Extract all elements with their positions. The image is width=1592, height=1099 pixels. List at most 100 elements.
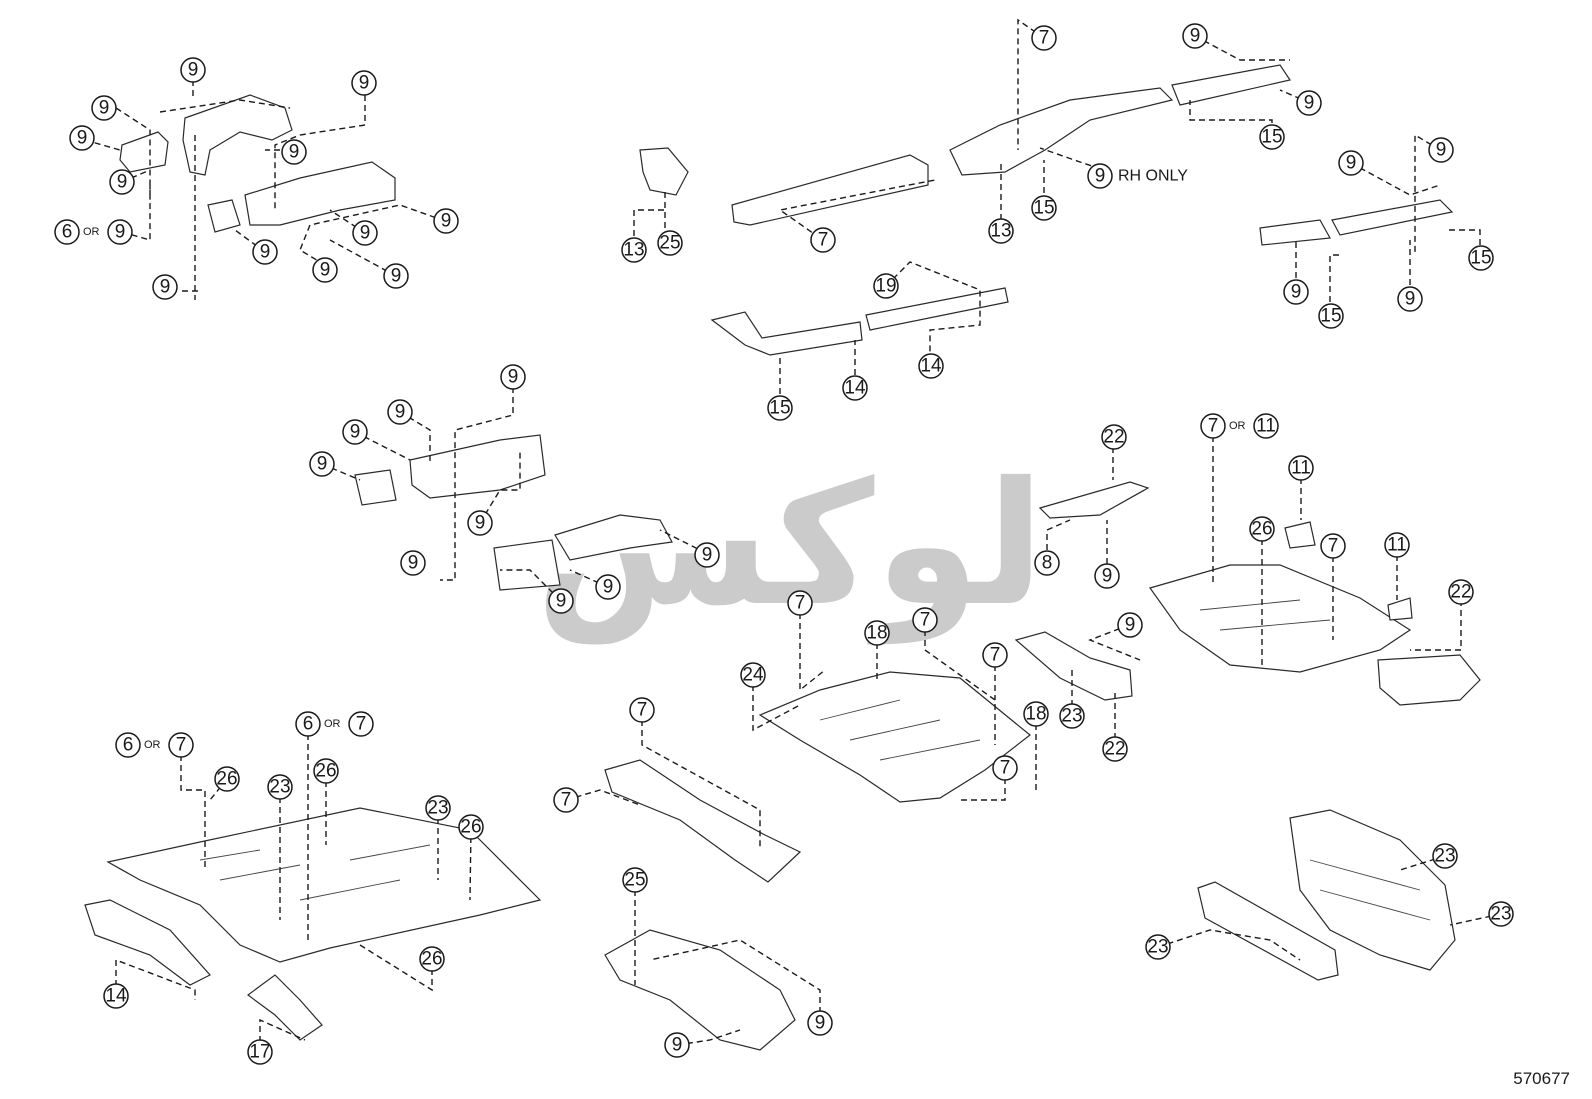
callout-8: 8 — [1034, 550, 1060, 576]
svg-text:15: 15 — [1320, 306, 1341, 327]
front-floor-pan — [106, 807, 542, 963]
callout-9: 9 — [309, 451, 335, 477]
svg-text:9: 9 — [408, 553, 419, 574]
rear-frame-upper — [949, 87, 1174, 176]
callout-9: 9 — [664, 1032, 690, 1058]
callout-9: 9 — [252, 239, 278, 265]
callout-9: 9 — [352, 220, 378, 246]
callout-22: 23 — [1145, 934, 1171, 960]
rocker-inner-upper — [731, 154, 929, 226]
svg-text:23: 23 — [427, 798, 448, 819]
callout-9: 9 — [312, 257, 338, 283]
svg-text:6: 6 — [123, 735, 134, 756]
callout-12: 13 — [988, 218, 1014, 244]
svg-text:15: 15 — [769, 398, 790, 419]
svg-text:7: 7 — [176, 735, 187, 756]
callout-7: 7 — [992, 755, 1018, 781]
callout-26: 26 — [1249, 516, 1275, 542]
callout-13: 14 — [842, 375, 868, 401]
callout-18: 19 — [873, 273, 899, 299]
small-block-left — [207, 199, 241, 233]
svg-text:9: 9 — [508, 367, 519, 388]
rh-only-note: RH ONLY — [1118, 168, 1188, 185]
callout-9: 9 — [1428, 137, 1454, 163]
svg-text:25: 25 — [659, 233, 680, 254]
callout-9: 9 — [387, 399, 413, 425]
small-bracket-mid — [354, 469, 397, 506]
callout-14: 15 — [767, 395, 793, 421]
svg-text:9: 9 — [395, 402, 406, 423]
callout-9: 9 — [109, 169, 135, 195]
svg-text:26: 26 — [421, 949, 442, 970]
svg-text:9: 9 — [117, 172, 128, 193]
rear-side-member-r — [1259, 219, 1331, 246]
svg-text:9: 9 — [77, 128, 88, 149]
callout-9: 9 — [1182, 23, 1208, 49]
svg-text:9: 9 — [1304, 93, 1315, 114]
small-bracket-11a — [1284, 521, 1316, 549]
svg-text:26: 26 — [1251, 519, 1272, 540]
callout-7: 7 — [982, 642, 1008, 668]
svg-text:15: 15 — [1261, 127, 1282, 148]
rear-floor-side-member — [1014, 631, 1133, 701]
callout-9: 9 — [548, 588, 574, 614]
svg-text:7: 7 — [637, 700, 648, 721]
rear-crossmember-upper — [1038, 481, 1150, 519]
callout-7: 7 — [1320, 533, 1346, 559]
small-gusset — [639, 147, 689, 196]
svg-text:9: 9 — [360, 223, 371, 244]
or-text: OR — [1229, 420, 1246, 432]
svg-text:9: 9 — [115, 222, 126, 243]
dash-panel — [1289, 809, 1456, 971]
figure-code: 570677 — [1513, 1069, 1570, 1088]
callout-23: 23 — [1488, 901, 1514, 927]
svg-text:15: 15 — [1033, 198, 1054, 219]
rear-floor-side-rh — [1377, 654, 1481, 706]
callout-19: 22 — [1448, 579, 1474, 605]
small-bracket-11b — [1387, 597, 1413, 621]
or-text: OR — [324, 718, 341, 730]
callout-13: 14 — [103, 983, 129, 1009]
callout-14: 15 — [1318, 303, 1344, 329]
svg-text:22: 22 — [1450, 582, 1471, 603]
callout-9: 9 — [1094, 563, 1120, 589]
svg-text:14: 14 — [105, 986, 127, 1007]
callout-22: 23 — [1059, 703, 1085, 729]
callout-11: 11 — [1288, 455, 1314, 481]
callout-9: 9 — [107, 219, 133, 245]
floor-crossmember-front — [554, 514, 673, 561]
callout-19: 22 — [1101, 424, 1127, 450]
part-shapes — [84, 64, 1481, 1051]
callout-9: 9 — [595, 574, 621, 600]
svg-text:26: 26 — [315, 761, 336, 782]
svg-text:9: 9 — [1291, 282, 1302, 303]
box-bracket-mid — [493, 539, 561, 591]
svg-text:22: 22 — [1103, 427, 1124, 448]
svg-text:22: 22 — [1104, 739, 1125, 760]
callout-7: 7 — [553, 787, 579, 813]
front-floor-side-member — [84, 899, 211, 986]
callout-7: 7 — [629, 697, 655, 723]
svg-text:11: 11 — [1291, 458, 1311, 479]
rear-floor-pan — [1149, 564, 1412, 673]
svg-text:7: 7 — [1039, 28, 1050, 49]
svg-text:17: 17 — [249, 1042, 270, 1063]
svg-text:7: 7 — [1328, 536, 1339, 557]
svg-text:9: 9 — [350, 422, 361, 443]
callout-9: 9 — [180, 57, 206, 83]
floor-crossmember-rear — [604, 929, 796, 1051]
callout-11: 11 — [1384, 532, 1410, 558]
svg-text:6: 6 — [303, 714, 314, 735]
callout-11: 11 — [1253, 413, 1279, 439]
svg-text:9: 9 — [1190, 26, 1201, 47]
callout-13: 14 — [918, 353, 944, 379]
center-floor-pan — [758, 671, 1031, 803]
callout-9: 9 — [383, 263, 409, 289]
svg-text:14: 14 — [844, 378, 866, 399]
callout-14: 15 — [1468, 245, 1494, 271]
svg-text:13: 13 — [990, 221, 1011, 242]
svg-text:14: 14 — [920, 356, 942, 377]
svg-text:19: 19 — [875, 276, 896, 297]
callout-22: 23 — [425, 795, 451, 821]
